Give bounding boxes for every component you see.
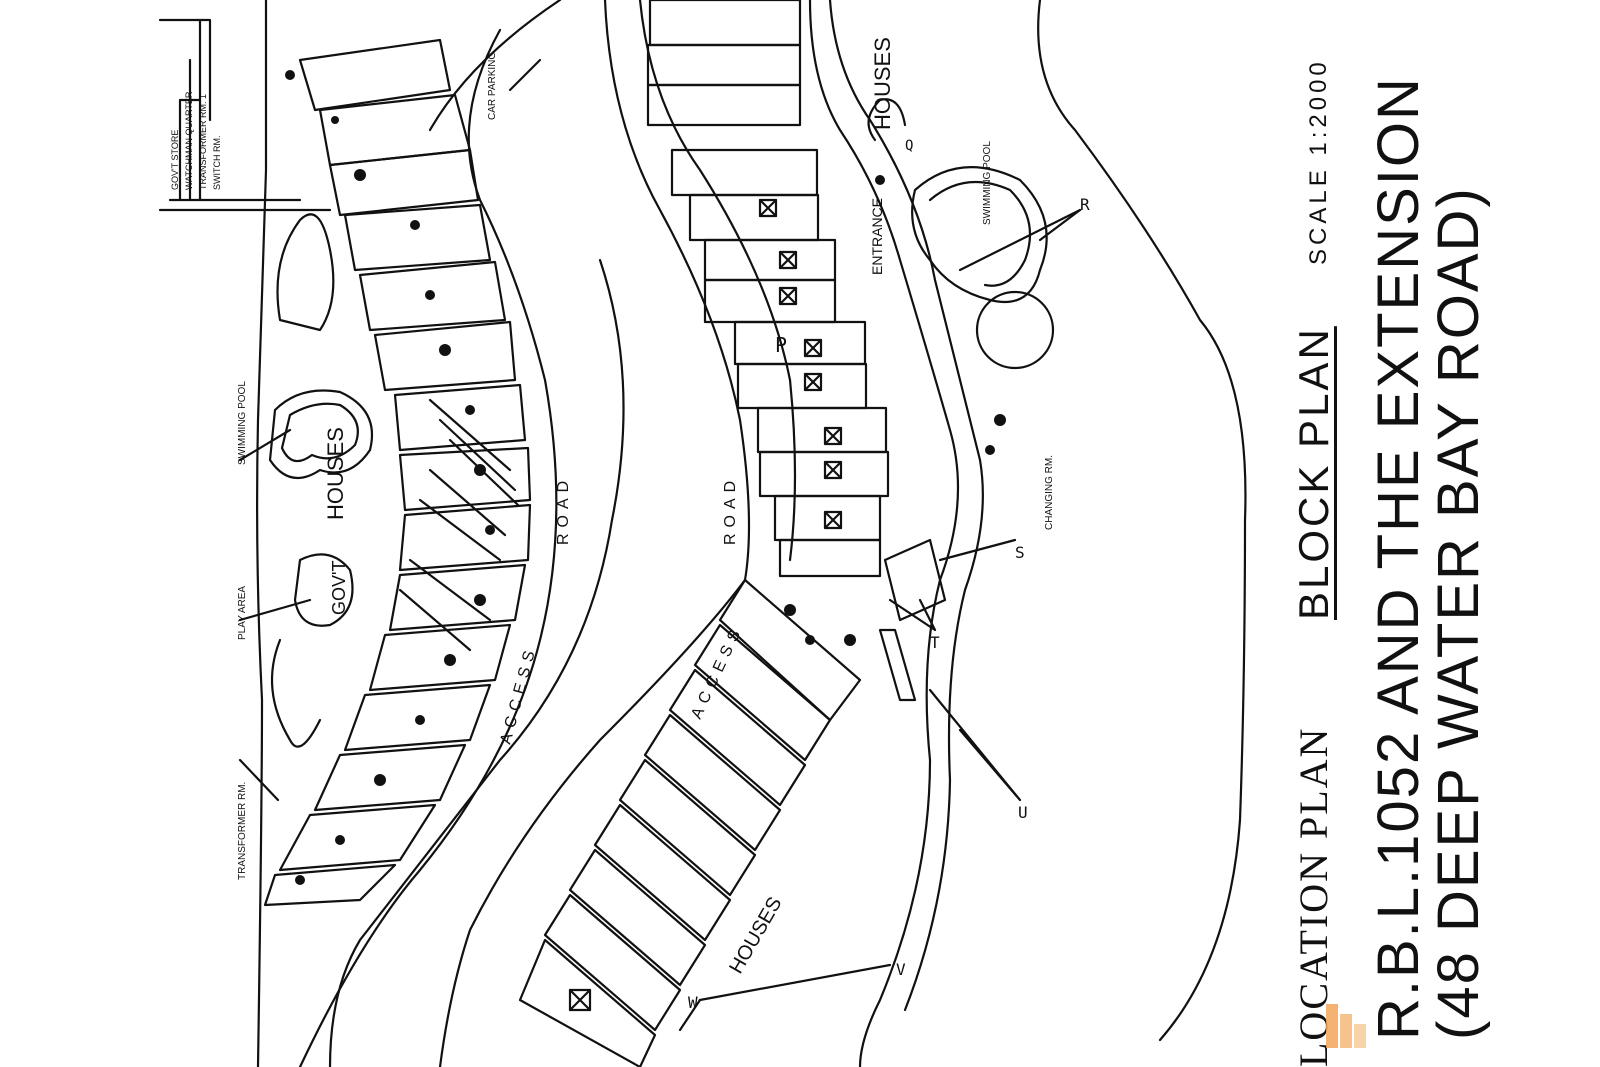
label-govt-left: GOV'T: [329, 561, 349, 615]
point-p: P: [775, 333, 787, 357]
label-access-left: ACCESS: [497, 643, 540, 746]
point-v: V: [896, 960, 906, 979]
swimming-pool-right: [911, 166, 1048, 304]
label-road-left: ROAD: [555, 475, 572, 545]
point-r: R: [1080, 195, 1090, 214]
point-w: W: [688, 993, 698, 1012]
watermark-logo: [1326, 1004, 1366, 1048]
swimming-pool-left: [268, 389, 374, 480]
label-houses-bottom: HOUSES: [725, 893, 786, 977]
point-t: T: [930, 633, 940, 652]
label-play-area: PLAY AREA: [237, 586, 248, 640]
label-houses-top: HOUSES: [870, 37, 895, 130]
label-swimming-pool-right: SWIMMING POOL: [982, 141, 993, 225]
site-boundary-right: [1037, 0, 1247, 1042]
legend-govt-store: GOV'T STORE: [170, 130, 180, 190]
legend-transformer: TRANSFORMER RM. 1: [198, 94, 208, 190]
point-u: U: [1018, 803, 1028, 822]
access-road-right-edge: [438, 0, 751, 1067]
label-car-parking: CAR PARKING: [487, 52, 498, 120]
label-entrance: ENTRANCE: [869, 198, 885, 275]
point-s: S: [1015, 543, 1025, 562]
site-boundary-left: [256, 0, 268, 1067]
label-transformer-rm: TRANSFORMER RM.: [237, 782, 248, 880]
label-road-right: ROAD: [722, 475, 739, 545]
label-houses-left: HOUSES: [323, 427, 348, 520]
legend-watchman: WATCHMAN QUARTER: [184, 91, 194, 190]
access-road-left-edge: [328, 0, 625, 1067]
label-changing-rm: CHANGING RM.: [1044, 455, 1055, 530]
label-swimming-pool-left: SWIMMING POOL: [237, 381, 248, 465]
point-q: Q: [905, 138, 913, 154]
legend-switch-rm: SWITCH RM.: [212, 136, 222, 191]
